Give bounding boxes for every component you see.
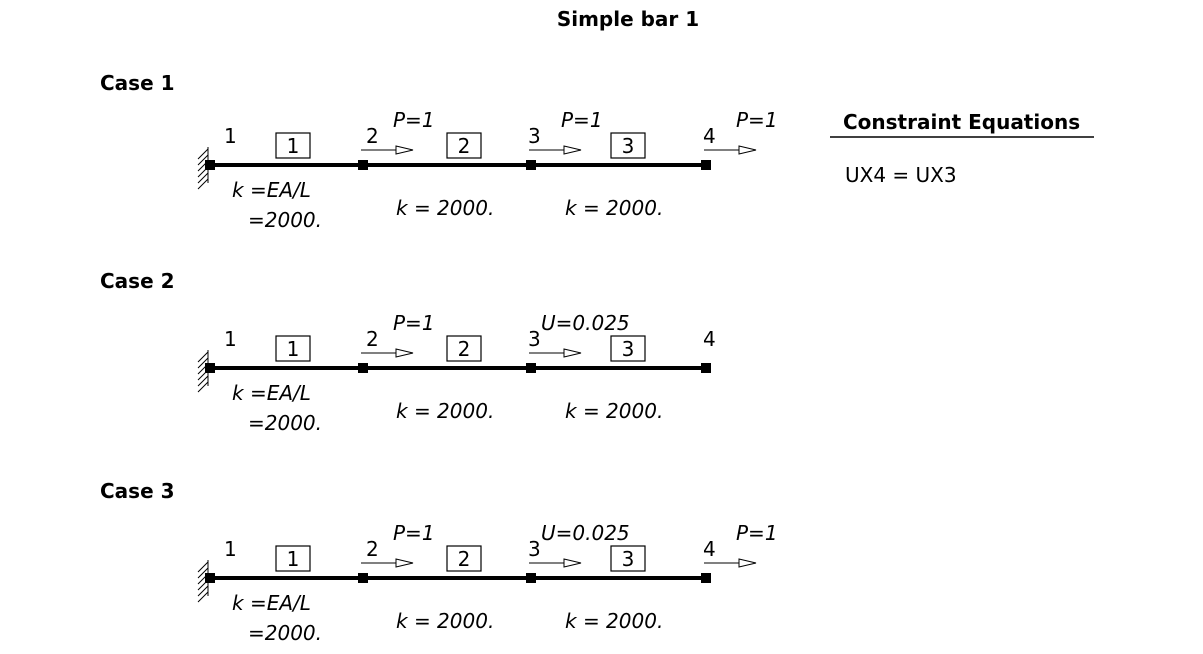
- load-arrow-icon: [361, 558, 414, 568]
- element-number: 1: [287, 134, 300, 158]
- case-2: Case 2 1 2 3 4 1 2 3 k =EA/L =2000. k = 2000. k = 2…: [100, 269, 716, 435]
- element-number-box: [610, 335, 646, 362]
- element-number: 1: [287, 547, 300, 571]
- node-label: 3: [528, 537, 541, 561]
- element-number: 2: [458, 547, 471, 571]
- stiffness-value: =2000.: [248, 208, 322, 232]
- node-marker: [701, 160, 711, 170]
- element-number: 3: [622, 547, 635, 571]
- load-arrow-icon: [529, 558, 582, 568]
- constraint-equations-heading: Constraint Equations: [843, 110, 1080, 134]
- load-label: P=1: [393, 521, 435, 545]
- element-number-box: [275, 335, 311, 362]
- stiffness-label: k = 2000.: [565, 196, 663, 220]
- node-marker: [526, 573, 536, 583]
- diagram-title: Simple bar 1: [557, 7, 699, 31]
- load-label: P=1: [393, 108, 435, 132]
- node-label: 3: [528, 327, 541, 351]
- stiffness-label: k = 2000.: [565, 399, 663, 423]
- element-number-box: [446, 132, 482, 159]
- node-marker: [358, 363, 368, 373]
- stiffness-label: k =EA/L: [232, 381, 311, 405]
- node-marker: [701, 573, 711, 583]
- load-label: P=1: [736, 521, 778, 545]
- node-label: 3: [528, 124, 541, 148]
- element-number-box: [446, 545, 482, 572]
- case-3: Case 3 1 2 3 4 1 2 3 k =EA/L =2000. k = 2000. k = 2…: [100, 479, 778, 645]
- stiffness-label: k =EA/L: [232, 178, 311, 202]
- load-arrow-icon: [704, 558, 757, 568]
- case-1: Case 1 1 2 3 4 1 2 3 k =EA/L =2000. k = 2000. k = 2…: [100, 71, 778, 232]
- node-marker: [701, 363, 711, 373]
- case-label: Case 3: [100, 479, 175, 503]
- node-marker: [205, 363, 215, 373]
- load-label: U=0.025: [541, 311, 630, 335]
- stiffness-label: k = 2000.: [396, 196, 494, 220]
- stiffness-value: =2000.: [248, 621, 322, 645]
- node-label: 1: [224, 124, 237, 148]
- node-label: 2: [366, 124, 379, 148]
- stiffness-label: k = 2000.: [396, 609, 494, 633]
- element-number-box: [275, 132, 311, 159]
- load-label: U=0.025: [541, 521, 630, 545]
- element-number-box: [610, 545, 646, 572]
- node-label: 2: [366, 537, 379, 561]
- constraint-equation: UX4 = UX3: [845, 163, 957, 187]
- load-label: P=1: [393, 311, 435, 335]
- load-arrow-icon: [529, 348, 582, 358]
- stiffness-label: k =EA/L: [232, 591, 311, 615]
- node-marker: [526, 160, 536, 170]
- stiffness-label: k = 2000.: [396, 399, 494, 423]
- element-number-box: [610, 132, 646, 159]
- node-label: 1: [224, 537, 237, 561]
- load-arrow-icon: [529, 145, 582, 155]
- node-label: 4: [703, 124, 716, 148]
- element-number: 2: [458, 337, 471, 361]
- node-marker: [526, 363, 536, 373]
- stiffness-label: k = 2000.: [565, 609, 663, 633]
- load-arrow-icon: [704, 145, 757, 155]
- node-marker: [205, 160, 215, 170]
- node-marker: [205, 573, 215, 583]
- constraint-equations-panel: Constraint Equations UX4 = UX3: [830, 110, 1094, 187]
- node-label: 4: [703, 537, 716, 561]
- element-number: 2: [458, 134, 471, 158]
- element-number: 1: [287, 337, 300, 361]
- stiffness-value: =2000.: [248, 411, 322, 435]
- case-label: Case 1: [100, 71, 175, 95]
- node-label: 4: [703, 327, 716, 351]
- node-marker: [358, 573, 368, 583]
- case-label: Case 2: [100, 269, 175, 293]
- load-label: P=1: [561, 108, 603, 132]
- element-number-box: [446, 335, 482, 362]
- element-number: 3: [622, 134, 635, 158]
- element-number: 3: [622, 337, 635, 361]
- load-arrow-icon: [361, 145, 414, 155]
- node-marker: [358, 160, 368, 170]
- load-arrow-icon: [361, 348, 414, 358]
- node-label: 2: [366, 327, 379, 351]
- load-label: P=1: [736, 108, 778, 132]
- node-label: 1: [224, 327, 237, 351]
- element-number-box: [275, 545, 311, 572]
- fixed-support-icon: [197, 350, 209, 393]
